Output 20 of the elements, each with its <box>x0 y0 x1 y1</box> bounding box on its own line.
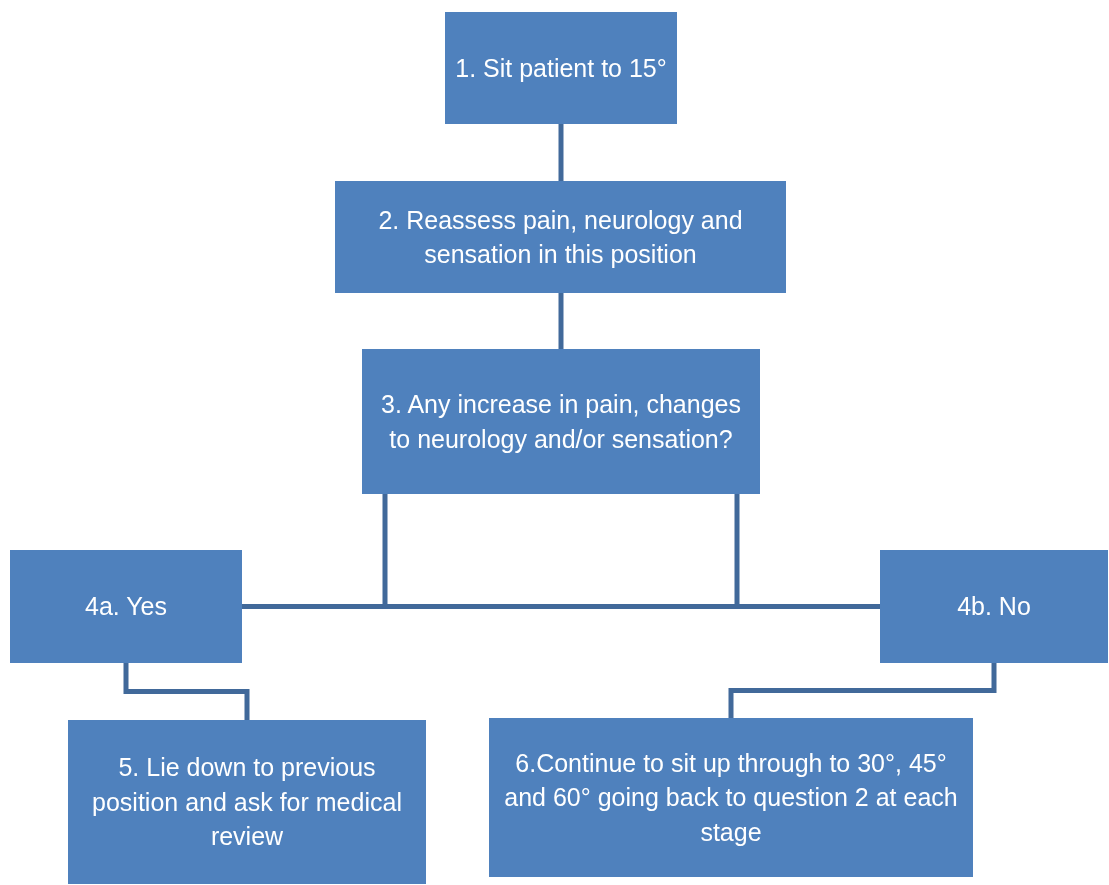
process-box <box>489 718 973 877</box>
connector-line <box>123 663 250 720</box>
box-text: 2. Reassess pain, neurology and sensation in this position <box>377 204 744 270</box>
box-text: 5. Lie down to previous position and ask for medical review <box>91 752 403 853</box>
connector-line <box>728 663 997 718</box>
process-box <box>362 349 760 494</box>
box-text: 4a. Yes <box>85 591 167 623</box>
process-box <box>880 550 1108 663</box>
connector-line <box>558 293 564 349</box>
connector-line <box>242 494 740 609</box>
process-box <box>445 12 677 124</box>
process-box <box>68 720 426 884</box>
box-text: 6.Continue to sit up through to 30°, 45° and 60° going back to question 2 at each stage <box>503 747 959 848</box>
box-text: 3. Any increase in pain, changes to neurology and/or sensation? <box>380 389 742 455</box>
box-text: 4b. No <box>957 591 1031 623</box>
process-box <box>10 550 242 663</box>
connector-line <box>382 494 880 609</box>
box-text: 1. Sit patient to 15° <box>455 52 667 84</box>
connector-line <box>558 124 564 181</box>
process-box <box>335 181 786 293</box>
